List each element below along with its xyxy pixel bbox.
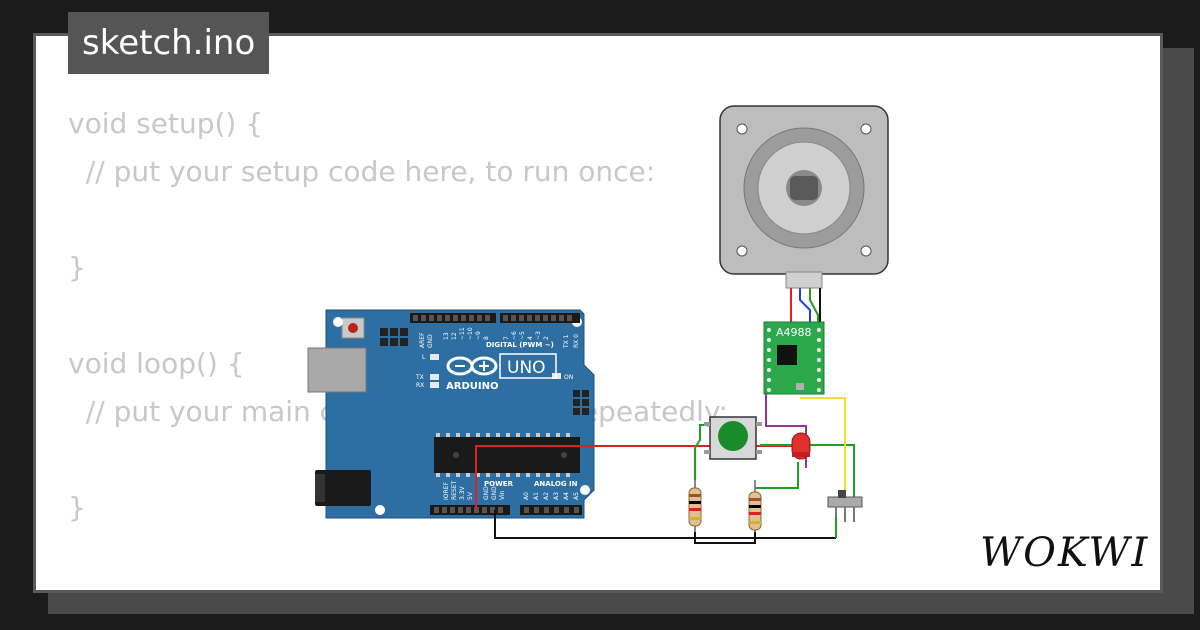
pin-label: ~5 xyxy=(519,331,526,340)
pin-label: A3 xyxy=(553,492,560,500)
red-led[interactable] xyxy=(791,432,811,460)
code-line: // put your setup code here, to run once… xyxy=(68,155,656,188)
pin-label: A4 xyxy=(563,492,570,500)
pin-label: 8 xyxy=(483,336,490,340)
code-line: } xyxy=(68,491,86,524)
on-label: ON xyxy=(564,374,573,381)
pin-label: IOREF xyxy=(443,482,450,500)
pin-label: 7 xyxy=(503,336,510,340)
pin-label: A5 xyxy=(573,492,580,500)
resistor-2 xyxy=(748,480,762,532)
pin-label: 4 xyxy=(527,336,534,340)
arduino-uno-board[interactable]: AREF GND 13 12 ~11 ~10 ~9 8 7 ~6 ~5 4 ~3… xyxy=(307,309,595,519)
pin-label: 12 xyxy=(451,332,458,340)
pin-label: ~10 xyxy=(467,327,474,340)
pin-label: ~6 xyxy=(511,331,518,340)
slide-switch[interactable] xyxy=(827,490,863,522)
pin-label: ~11 xyxy=(459,327,466,340)
pin-label-gnd: GND xyxy=(427,334,434,348)
pin-label: 3.3V xyxy=(459,485,466,500)
pin-label: A2 xyxy=(543,492,550,500)
pin-label: TX 1 xyxy=(563,334,570,349)
power-jack xyxy=(315,470,371,506)
preview-panel xyxy=(33,33,1163,593)
pin-label: RX 0 xyxy=(573,334,580,348)
analog-label: ANALOG IN xyxy=(534,480,578,488)
push-button[interactable] xyxy=(704,416,762,460)
usb-port xyxy=(307,347,367,393)
code-line: void setup() { xyxy=(68,107,264,140)
led-label-tx: TX xyxy=(415,374,424,381)
pin-label: GND xyxy=(483,486,490,500)
pin-label: GND xyxy=(491,486,498,500)
arduino-logo xyxy=(446,356,498,376)
resistor-1 xyxy=(688,480,702,532)
code-line: void loop() { xyxy=(68,347,245,380)
pin-label-aref: AREF xyxy=(419,332,426,348)
file-tab[interactable]: sketch.ino xyxy=(68,12,270,74)
arduino-label: ARDUINO xyxy=(446,381,498,392)
pin-label: A0 xyxy=(523,492,530,500)
pin-label: Vin xyxy=(499,490,506,500)
logo-text: WOKWI xyxy=(980,530,1149,576)
driver-label: A4988 xyxy=(776,326,812,339)
wokwi-logo: WOKWI xyxy=(980,530,1149,576)
pin-label: 5V xyxy=(467,491,474,500)
pin-label: 2 xyxy=(543,336,550,340)
pin-label: A1 xyxy=(533,492,540,500)
analog-header xyxy=(520,505,582,515)
pin-label: 13 xyxy=(443,332,450,340)
uno-label: UNO xyxy=(507,358,546,378)
led-label-l: L xyxy=(422,354,426,361)
a4988-driver[interactable]: A4988 xyxy=(763,321,825,395)
pin-label: RESET xyxy=(451,480,458,500)
led-label-rx: RX xyxy=(416,382,424,389)
pin-label: ~9 xyxy=(475,331,482,340)
power-label: POWER xyxy=(484,480,514,488)
pin-label: ~3 xyxy=(535,331,542,340)
stepper-motor[interactable] xyxy=(719,105,889,289)
code-line: } xyxy=(68,251,86,284)
digital-label: DIGITAL (PWM ~) xyxy=(486,341,554,349)
